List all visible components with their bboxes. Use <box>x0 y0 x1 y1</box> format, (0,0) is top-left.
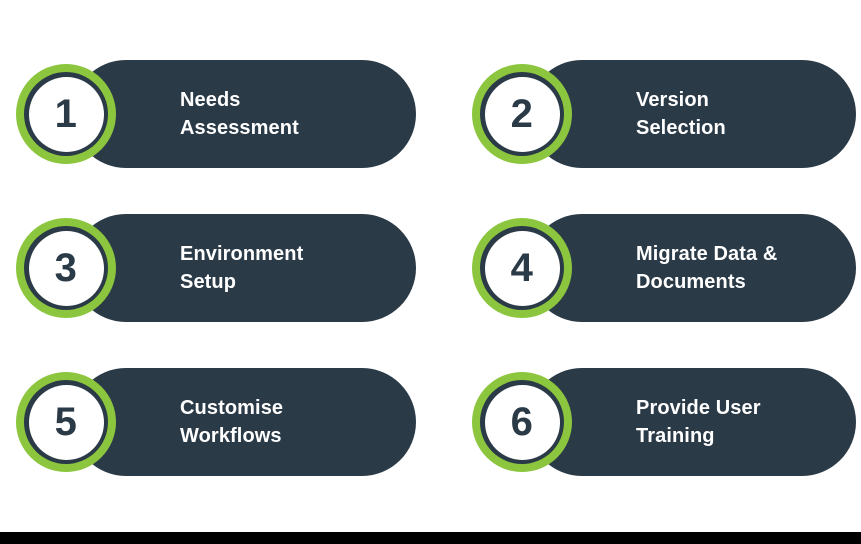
step-number-2: 2 <box>510 92 534 136</box>
step-number-4: 4 <box>510 246 534 290</box>
step-badge-disc-5: 5 <box>28 384 104 460</box>
step-badge-ring-3: 3 <box>24 226 108 310</box>
bottom-bar <box>0 532 861 544</box>
step-label-6: Provide User Training <box>636 396 761 447</box>
step-badge-disc-3: 3 <box>28 230 104 306</box>
step-number-3: 3 <box>54 246 78 290</box>
step-pill-2[interactable]: Version Selection <box>528 60 856 168</box>
step-badge-6: 6 <box>472 372 572 472</box>
step-badge-2: 2 <box>472 64 572 164</box>
step-badge-disc-4: 4 <box>484 230 560 306</box>
step-badge-disc-6: 6 <box>484 384 560 460</box>
step-badge-1: 1 <box>16 64 116 164</box>
step-label-4: Migrate Data & Documents <box>636 242 778 293</box>
step-pill-3[interactable]: Environment Setup <box>72 214 416 322</box>
step-badge-5: 5 <box>16 372 116 472</box>
step-badge-disc-1: 1 <box>28 76 104 152</box>
step-label-3: Environment Setup <box>180 242 304 293</box>
step-badge-ring-5: 5 <box>24 380 108 464</box>
step-badge-3: 3 <box>16 218 116 318</box>
process-diagram-board: Needs Assessment 1 Version Selection 2 E… <box>16 60 856 476</box>
step-pill-4[interactable]: Migrate Data & Documents <box>528 214 856 322</box>
step-badge-ring-4: 4 <box>480 226 564 310</box>
step-pill-5[interactable]: Customise Workflows <box>72 368 416 476</box>
step-badge-4: 4 <box>472 218 572 318</box>
step-badge-ring-6: 6 <box>480 380 564 464</box>
step-number-5: 5 <box>54 400 78 444</box>
step-label-5: Customise Workflows <box>180 396 284 447</box>
step-pill-6[interactable]: Provide User Training <box>528 368 856 476</box>
step-badge-disc-2: 2 <box>484 76 560 152</box>
step-badge-ring-1: 1 <box>24 72 108 156</box>
step-badge-ring-2: 2 <box>480 72 564 156</box>
step-label-2: Version Selection <box>636 88 726 139</box>
step-pill-1[interactable]: Needs Assessment <box>72 60 416 168</box>
step-label-1: Needs Assessment <box>180 88 299 139</box>
step-number-1: 1 <box>54 92 78 136</box>
step-number-6: 6 <box>510 400 534 444</box>
